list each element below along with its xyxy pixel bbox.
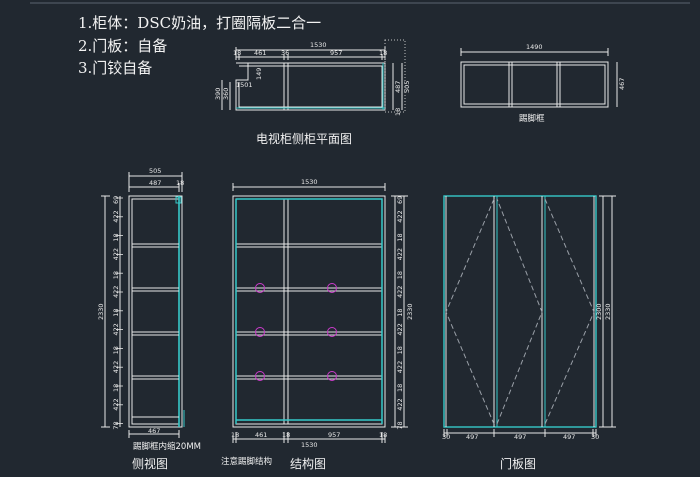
dim-plan-505: 505 xyxy=(403,81,411,93)
structure-view xyxy=(232,183,408,443)
dim-struct-shelf: 422 xyxy=(396,210,404,222)
dim-struct-2330: 2330 xyxy=(406,303,414,320)
dim-side-shelf: 18 xyxy=(112,271,120,279)
dim-plan-487: 487 xyxy=(394,81,402,93)
dim-side-shelf: 69 xyxy=(112,196,120,204)
dim-side-487: 487 xyxy=(149,179,161,187)
dim-plan-18r: 18 xyxy=(394,108,402,116)
dim-plan-36: 36 xyxy=(281,49,289,57)
caption-side: 侧视图 xyxy=(132,456,168,471)
dim-side-505: 505 xyxy=(149,167,161,175)
dim-plan-360: 360 xyxy=(222,88,230,100)
dim-struct-b18c: 18 xyxy=(379,431,387,439)
dim-struct-bottom: 1530 xyxy=(301,441,318,449)
dim-door-bottom: 497 xyxy=(466,433,478,441)
dim-kick-depth: 467 xyxy=(618,78,626,90)
dim-plan-18a: 18 xyxy=(233,49,241,57)
pin-hole xyxy=(327,327,337,337)
dim-side-shelf: 18 xyxy=(112,384,120,392)
dim-side-467: 467 xyxy=(148,427,160,435)
note-2: 2.门板：自备 xyxy=(78,37,168,55)
dim-struct-b18b: 18 xyxy=(282,431,290,439)
note-1: 1.柜体：DSC奶油，打圈隔板二合一 xyxy=(78,14,322,32)
dim-plan-390: 390 xyxy=(214,88,222,100)
dim-struct-shelf: 18 xyxy=(396,346,404,354)
pin-hole xyxy=(255,327,265,337)
dim-door-2330: 2330 xyxy=(604,303,612,320)
dim-plan-461: 461 xyxy=(254,49,266,57)
caption-kick-inset: 踢脚框内缩20MM xyxy=(133,441,201,452)
pin-hole xyxy=(327,371,337,381)
dim-struct-b18a: 18 xyxy=(231,431,239,439)
dim-door-bottom: 30 xyxy=(442,433,450,441)
dim-struct-shelf: 422 xyxy=(396,323,404,335)
plan-view xyxy=(221,39,406,113)
dim-door-bottom: 497 xyxy=(563,433,575,441)
shelf-pin-holes xyxy=(255,283,337,381)
dim-struct-shelf: 18 xyxy=(396,384,404,392)
dim-struct-b957: 957 xyxy=(328,431,340,439)
dim-door-bottom: 30 xyxy=(591,433,599,441)
pin-hole xyxy=(255,283,265,293)
dim-plan-957: 957 xyxy=(330,49,342,57)
dim-side-shelf: 18 xyxy=(112,233,120,241)
pin-hole xyxy=(327,283,337,293)
caption-struct: 结构图 xyxy=(290,456,326,471)
dim-struct-shelf: 422 xyxy=(396,248,404,260)
dim-struct-shelf: 18 xyxy=(396,309,404,317)
caption-door: 门板图 xyxy=(500,456,536,471)
side-view xyxy=(101,172,185,438)
dim-plan-18b: 18 xyxy=(379,49,387,57)
dim-side-18: 18 xyxy=(176,179,184,187)
dim-struct-shelf: 422 xyxy=(396,286,404,298)
plan-dims: 1530 18 461 36 957 18 149 1501 390 360 4… xyxy=(214,41,411,116)
dim-struct-shelf: 422 xyxy=(396,398,404,410)
caption-kick-note: 注意踢脚结构 xyxy=(221,456,272,467)
dim-struct-shelf: 422 xyxy=(396,361,404,373)
door-view xyxy=(443,195,616,437)
dim-side-shelf: 18 xyxy=(112,346,120,354)
dim-struct-top: 1530 xyxy=(301,178,318,186)
pin-hole xyxy=(255,371,265,381)
dim-plan-total: 1530 xyxy=(310,41,327,49)
structure-shelf-dims: 69 422 18 422 18 422 18 422 18 422 18 422 78 xyxy=(396,196,404,430)
note-3: 3.门铰自备 xyxy=(78,59,153,77)
dim-side-shelf: 18 xyxy=(112,309,120,317)
door-bottom-dims: 30 497 497 497 30 xyxy=(442,433,599,441)
dim-struct-b461: 461 xyxy=(255,431,267,439)
dim-struct-shelf: 78 xyxy=(396,421,404,429)
dim-door-bottom: 497 xyxy=(514,433,526,441)
dim-plan-1501: 1501 xyxy=(236,81,253,89)
kick-frame xyxy=(460,48,618,108)
dim-struct-shelf: 18 xyxy=(396,233,404,241)
dim-side-2330: 2330 xyxy=(97,303,105,320)
dim-struct-shelf: 69 xyxy=(396,196,404,204)
caption-kick: 踢脚框 xyxy=(519,113,545,124)
dim-door-2300: 2300 xyxy=(595,303,603,320)
dim-plan-149: 149 xyxy=(255,68,263,80)
caption-plan: 电视柜侧柜平面图 xyxy=(256,131,352,146)
dim-struct-shelf: 18 xyxy=(396,271,404,279)
dim-kick-width: 1490 xyxy=(526,43,543,51)
dim-side-shelf: 78 xyxy=(112,421,120,429)
